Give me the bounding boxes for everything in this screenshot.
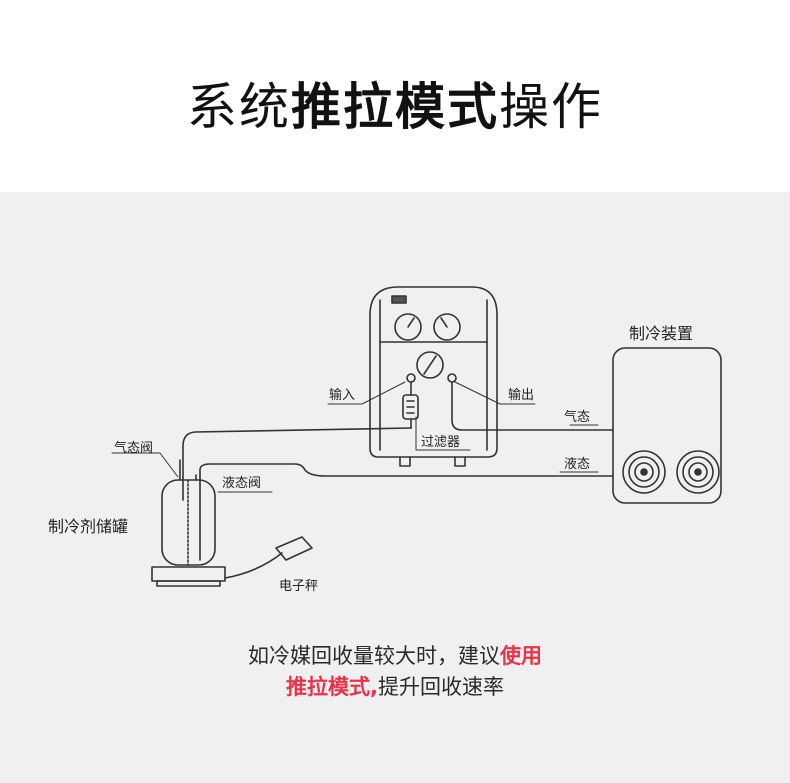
refrigerant-tank: [161, 459, 216, 566]
caption-line2-highlight: 推拉模式,: [286, 675, 378, 699]
page-title: 系统推拉模式操作: [0, 72, 790, 142]
label-refrigeration-unit: 制冷装置: [629, 324, 693, 343]
caption-line-1: 如冷媒回收量较大时，建议使用: [0, 640, 790, 670]
caption-line2-text: 提升回收速率: [377, 675, 504, 699]
label-scale: 电子秤: [279, 579, 318, 594]
electronic-scale: [151, 536, 313, 587]
filter-icon: [402, 381, 419, 429]
caption-line-2: 推拉模式,提升回收速率: [0, 671, 790, 701]
label-input: 输入: [329, 387, 355, 403]
caption-line1-highlight: 使用: [500, 644, 542, 668]
label-liquid-state: 液态: [564, 457, 590, 472]
label-gas-valve: 气态阀: [114, 440, 153, 456]
caption-line1-text: 如冷媒回收量较大时，建议: [248, 644, 500, 668]
hoses: [182, 381, 614, 561]
refrigeration-unit: [612, 347, 722, 504]
label-liquid-valve: 液态阀: [222, 476, 261, 491]
leader-lines: [111, 381, 599, 493]
title-band: [0, 0, 790, 192]
label-refrigerant-tank: 制冷剂储罐: [48, 517, 128, 536]
title-part1: 系统: [187, 78, 291, 136]
title-part2: 推拉模式: [291, 78, 499, 136]
label-gas-state: 气态: [564, 409, 590, 425]
title-part3: 操作: [499, 78, 603, 136]
label-filter: 过滤器: [421, 435, 460, 450]
recovery-machine: [369, 286, 498, 467]
label-output: 输出: [508, 387, 534, 403]
